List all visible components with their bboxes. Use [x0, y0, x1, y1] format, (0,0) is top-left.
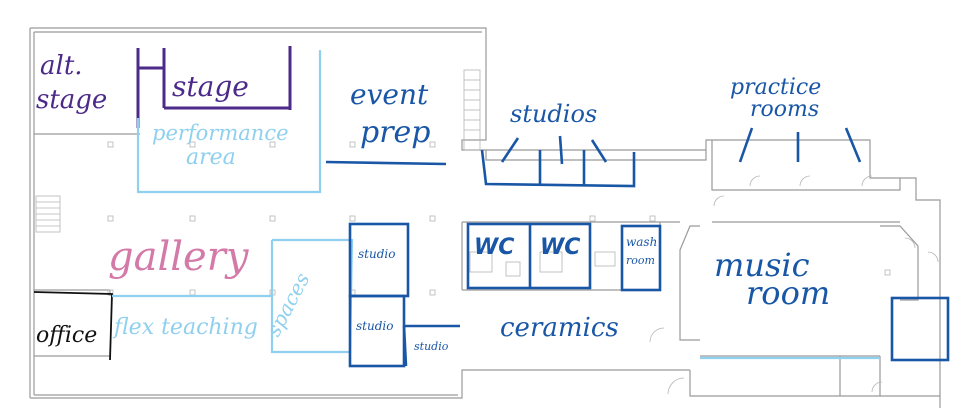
ceramics-label: ceramics [500, 313, 619, 343]
stage-label: stage [172, 70, 249, 103]
studio-label-a: studio [358, 247, 395, 261]
labels: alt. stage stage performance area event … [36, 51, 830, 353]
studio-label-b: studio [356, 319, 393, 333]
stage-outline [136, 46, 292, 128]
flex-teaching-label: flex teaching [112, 315, 258, 340]
practice-rooms-label: practice [730, 75, 821, 100]
practice-rooms-label-2: rooms [750, 97, 819, 122]
spaces-label: spaces [261, 269, 314, 341]
event-prep-label-2: prep [360, 115, 431, 150]
gallery-label: gallery [108, 234, 250, 280]
studios-label: studios [510, 100, 597, 128]
office-label: office [36, 323, 97, 348]
studio-label-c: studio [414, 340, 449, 353]
wash-room-label-2: room [626, 254, 655, 267]
navy-rooms [325, 127, 950, 368]
performance-area-label-2: area [186, 145, 236, 170]
alt-stage-label: alt. [40, 51, 83, 81]
wash-room-label: wash [626, 235, 657, 249]
music-room-label: music [714, 246, 810, 284]
wc-label-1: WC [474, 235, 514, 260]
building-outline [29, 27, 941, 408]
office-outline [33, 291, 113, 361]
wc-label-2: WC [540, 235, 580, 260]
performance-area-label: performance [152, 121, 289, 145]
alt-stage-label-2: stage [36, 85, 107, 115]
event-prep-label: event [350, 78, 429, 111]
music-room-label-2: room [746, 274, 830, 312]
